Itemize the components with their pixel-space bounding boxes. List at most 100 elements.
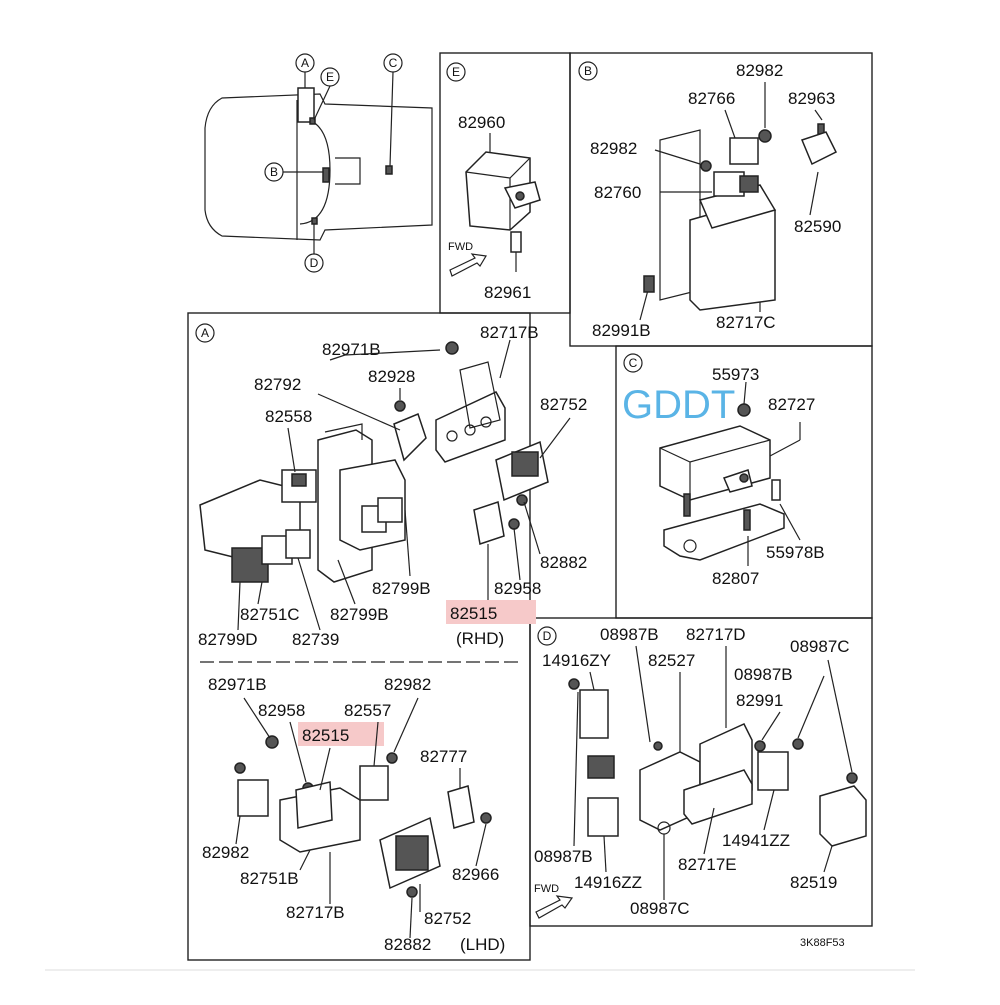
- relay-82792: [393, 412, 427, 462]
- marker-e-circle: [320, 67, 340, 87]
- label-08987b-right: 08987B: [734, 665, 793, 684]
- sensor-82590: [800, 131, 838, 166]
- nut-82958-rhd: [508, 518, 520, 530]
- relay-14916zy: [579, 689, 609, 739]
- label-82519: 82519: [790, 873, 837, 892]
- marker-b-text: B: [270, 165, 278, 179]
- section-d: D 08987B 82717D 08987C 14916ZY 82527 089…: [534, 625, 867, 919]
- section-b-badge-text: B: [584, 64, 592, 78]
- bolt-82971b-rhd: [445, 341, 459, 355]
- section-a-lhd: 82971B 82982 82958 82557 82777 82982 829…: [202, 675, 505, 954]
- section-a-badge-text: A: [201, 326, 209, 340]
- vehicle-body-outline: [204, 93, 433, 241]
- label-82928: 82928: [368, 367, 415, 386]
- label-82717b-rhd: 82717B: [480, 323, 539, 342]
- marker-e-text: E: [326, 70, 334, 84]
- label-82515-rhd: 82515: [450, 604, 497, 623]
- section-a-badge: [195, 323, 215, 343]
- section-e: E 82960 82961 FWD: [446, 62, 541, 302]
- nut-55973: [737, 403, 751, 417]
- bolt-82971b-lhd: [265, 735, 279, 749]
- label-82799b-1: 82799B: [372, 579, 431, 598]
- location-b-marker: [322, 167, 330, 183]
- nut-82982-top: [758, 129, 772, 143]
- label-82515-lhd: 82515: [302, 726, 349, 745]
- highlight-lhd: [298, 722, 384, 746]
- label-82982-lhd-left: 82982: [202, 843, 249, 862]
- section-d-frame: [529, 617, 873, 927]
- junction-block-right: [339, 459, 406, 551]
- clip-08987b-left: [568, 678, 580, 690]
- watermark: GDDT: [622, 383, 735, 427]
- relay-82766: [729, 137, 759, 165]
- location-c-marker: [385, 165, 393, 175]
- label-14916zz: 14916ZZ: [574, 873, 642, 892]
- relay-82519: [819, 785, 867, 847]
- relay-82739: [285, 529, 311, 559]
- label-82982-lhd-top: 82982: [384, 675, 431, 694]
- note-rhd: (RHD): [456, 629, 504, 648]
- label-82717d: 82717D: [686, 625, 746, 644]
- relay-14916zz: [587, 797, 619, 837]
- location-e-marker: [309, 117, 316, 125]
- label-82792: 82792: [254, 375, 301, 394]
- clip-08987b-right: [792, 738, 804, 750]
- marker-c-text: C: [389, 56, 398, 70]
- label-82717c: 82717C: [716, 313, 776, 332]
- label-82991b-b: 82991B: [592, 321, 651, 340]
- marker-c-circle: [383, 53, 403, 73]
- label-82777: 82777: [420, 747, 467, 766]
- fwd-label-d: FWD: [534, 883, 559, 895]
- label-82751c: 82751C: [240, 605, 300, 624]
- label-82960: 82960: [458, 113, 505, 132]
- relay-82760: [713, 171, 745, 197]
- bracket-82807: [663, 503, 785, 561]
- vehicle-console-outline: [335, 157, 361, 185]
- clip-08987c-right: [846, 772, 858, 784]
- location-d-marker: [311, 217, 318, 225]
- label-82590: 82590: [794, 217, 841, 236]
- relay-82557: [359, 765, 389, 801]
- label-08987b-top: 08987B: [600, 625, 659, 644]
- relay-82982-lhd: [237, 779, 269, 817]
- label-55978b: 55978B: [766, 543, 825, 562]
- label-82961: 82961: [484, 283, 531, 302]
- section-a: A 82971B 82717B 82792 82928 82558 82752 …: [195, 323, 587, 649]
- section-c: C 55973 82727 55978B 82807 GDDT: [622, 353, 825, 588]
- location-a-marker: [297, 87, 315, 123]
- fwd-arrow-d: [535, 895, 574, 919]
- relay-14941zz: [757, 751, 789, 791]
- label-82958-lhd: 82958: [258, 701, 305, 720]
- bracket-82717e: [683, 769, 753, 825]
- fwd-arrow-e: [449, 253, 487, 277]
- nut-82982-left: [700, 160, 712, 172]
- relay-82960: [465, 151, 531, 231]
- marker-b-circle: [264, 162, 284, 182]
- relay-82777: [447, 785, 475, 829]
- highlight-rhd: [446, 600, 536, 624]
- relay-82515-lhd: [295, 781, 333, 829]
- label-14916zy: 14916ZY: [542, 651, 611, 670]
- label-82739: 82739: [292, 630, 339, 649]
- bracket-82717b-rhd: [435, 391, 506, 463]
- label-82963: 82963: [788, 89, 835, 108]
- relay-82515-rhd: [473, 501, 505, 545]
- label-82971b-rhd: 82971B: [322, 340, 381, 359]
- label-82799b-2: 82799B: [330, 605, 389, 624]
- section-b: B 82982 82766 82963 82982 82760 82590 82…: [578, 61, 841, 340]
- label-82882-rhd: 82882: [540, 553, 587, 572]
- section-d-badge: [537, 626, 557, 646]
- section-e-badge-text: E: [452, 65, 460, 79]
- label-08987c-top: 08987C: [790, 637, 850, 656]
- fwd-label-e: FWD: [448, 241, 473, 253]
- label-82558: 82558: [265, 407, 312, 426]
- label-82982-top: 82982: [736, 61, 783, 80]
- label-82766: 82766: [688, 89, 735, 108]
- nut-82882-rhd: [516, 494, 528, 506]
- marker-a-text: A: [301, 56, 309, 70]
- label-08987b-bottom: 08987B: [534, 847, 593, 866]
- clip-08987b-top: [653, 741, 663, 751]
- label-08987c-bottom: 08987C: [630, 899, 690, 918]
- section-d-badge-text: D: [543, 629, 552, 643]
